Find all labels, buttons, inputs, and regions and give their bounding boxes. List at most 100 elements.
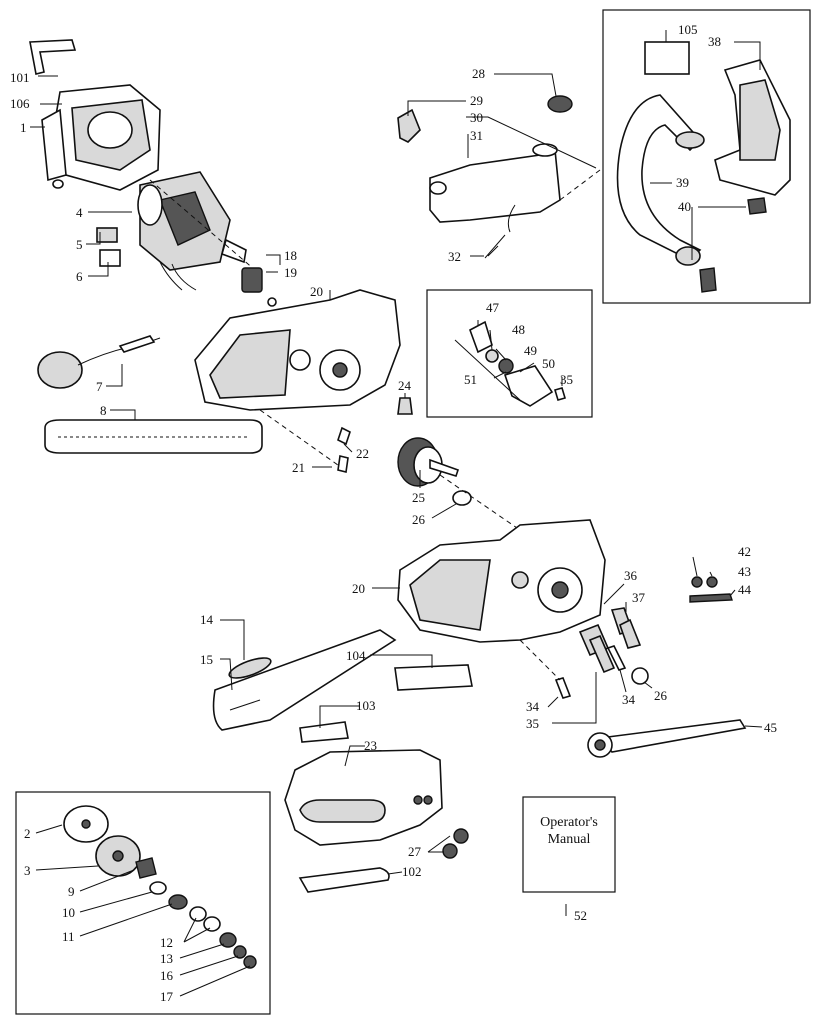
label-45: 45 [764,720,777,735]
decal-104 [394,664,473,691]
hand-guard [714,59,791,196]
guide-bar [212,629,397,731]
label-49: 49 [524,343,537,358]
label-26-lower: 26 [654,688,668,703]
label-23: 23 [364,738,377,753]
label-22: 22 [356,446,369,461]
label-106: 106 [10,96,30,111]
label-3: 3 [24,863,31,878]
label-1: 1 [20,120,27,135]
label-17: 17 [160,989,174,1004]
nut-27b [442,843,458,859]
oil-spring-32 [484,234,506,259]
label-25: 25 [412,490,425,505]
brush-spring [267,297,277,307]
label-12: 12 [160,935,173,950]
bolt-40b [699,267,717,293]
screw-22 [337,426,351,446]
scrench-tool [587,719,747,758]
label-11: 11 [62,929,75,944]
label-52: 52 [574,908,587,923]
label-105 [644,41,690,75]
label-10: 10 [62,905,75,920]
label-5: 5 [76,237,83,252]
screw-21 [337,455,349,473]
oiler-assembly [454,320,554,407]
label-26-top: 26 [412,512,426,527]
label-34-left: 34 [526,699,540,714]
clutch-inset-box [15,791,271,1015]
label-32: 32 [448,249,461,264]
oil-cap [547,95,573,113]
washer-26b [631,667,649,685]
brush-holder [241,267,263,293]
label-8: 8 [100,403,107,418]
label-39: 39 [676,175,689,190]
label-29: 29 [470,93,483,108]
label-103: 103 [356,698,376,713]
switch-part [96,227,118,243]
label-20-top: 20 [310,284,323,299]
screw-small [52,179,64,189]
label-9: 9 [68,884,75,899]
front-handle [616,94,705,266]
oil-tank [429,143,561,233]
motor-armature [137,171,247,291]
label-34-right: 34 [622,692,636,707]
label-48: 48 [512,322,525,337]
label-27: 27 [408,844,422,859]
label-40: 40 [678,199,691,214]
label-6: 6 [76,269,83,284]
clutch-assembly [63,805,257,969]
label-13: 13 [160,951,173,966]
label-31: 31 [470,128,483,143]
drive-sprocket [397,437,460,487]
label-35-lower: 35 [526,716,539,731]
saw-chain [44,419,263,454]
washer-26 [452,490,472,506]
label-21: 21 [292,460,305,475]
sprocket-cover [284,749,443,846]
label-16: 16 [160,968,174,983]
plug-24 [397,397,413,415]
label-44: 44 [738,582,752,597]
bolt-35b [588,634,616,674]
screw-35a [554,387,566,401]
label-104: 104 [346,648,366,663]
label-4: 4 [76,205,83,220]
label-37: 37 [632,590,646,605]
nut-27a [453,828,469,844]
label-38: 38 [708,34,721,49]
label-105: 105 [678,22,698,37]
motor-housing [29,39,161,191]
label-7: 7 [96,379,103,394]
label-19: 19 [284,265,297,280]
switch-trigger [99,249,121,267]
left-housing [194,289,401,411]
label-50: 50 [542,356,555,371]
manual-title-line1: Operator's [540,815,598,830]
label-18: 18 [284,248,297,263]
label-15: 15 [200,652,213,667]
operators-manual-book [522,796,616,893]
label-20-lower: 20 [352,581,365,596]
label-2: 2 [24,826,31,841]
label-43: 43 [738,564,751,579]
screw-34b [606,645,627,671]
oiler-inset-box [426,289,593,418]
manual-title-line2: Manual [548,832,591,847]
handle-inset-box [602,9,811,304]
right-housing [397,519,606,643]
label-101: 101 [10,70,30,85]
part-37b [619,618,642,649]
bolt-40 [747,197,767,215]
label-36: 36 [624,568,638,583]
label-42: 42 [738,544,751,559]
label-14: 14 [200,612,214,627]
label-28: 28 [472,66,485,81]
decal-103 [299,721,349,743]
power-cord [37,335,161,389]
label-30: 30 [470,110,483,125]
label-47: 47 [486,300,500,315]
